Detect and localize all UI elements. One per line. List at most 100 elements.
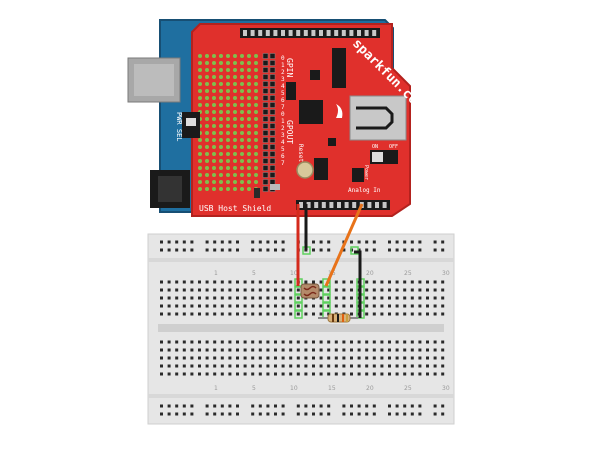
breadboard-hole bbox=[251, 288, 255, 292]
breadboard-hole bbox=[372, 296, 376, 300]
proto-hole bbox=[226, 124, 230, 128]
breadboard-hole bbox=[289, 348, 293, 352]
breadboard-hole bbox=[213, 372, 217, 376]
breadboard-hole bbox=[182, 364, 186, 368]
proto-hole bbox=[212, 187, 216, 191]
breadboard-hole bbox=[342, 280, 346, 284]
breadboard-hole bbox=[388, 348, 391, 352]
proto-hole bbox=[240, 159, 244, 163]
breadboard-hole bbox=[220, 372, 224, 376]
proto-hole bbox=[219, 166, 223, 170]
column-number: 30 bbox=[442, 270, 450, 277]
gpio-pin bbox=[262, 60, 269, 66]
breadboard-hole bbox=[380, 280, 384, 284]
proto-hole bbox=[205, 82, 209, 86]
proto-hole bbox=[254, 152, 258, 156]
breadboard-hole bbox=[296, 348, 300, 352]
breadboard-hole bbox=[410, 348, 414, 352]
breadboard-hole bbox=[175, 304, 179, 308]
breadboard-hole bbox=[274, 364, 277, 368]
proto-hole bbox=[226, 131, 230, 135]
header-pin bbox=[303, 30, 308, 36]
proto-hole bbox=[205, 110, 209, 114]
breadboard-hole bbox=[418, 372, 422, 376]
proto-hole bbox=[226, 110, 230, 114]
connected-hole-highlight bbox=[322, 302, 331, 311]
proto-hole bbox=[233, 180, 237, 184]
breadboard-hole bbox=[418, 280, 422, 284]
rail-hole bbox=[281, 240, 285, 244]
breadboard-hole bbox=[410, 296, 414, 300]
breadboard-hole bbox=[319, 288, 323, 292]
breadboard-hole bbox=[182, 280, 186, 284]
breadboard-hole bbox=[319, 364, 323, 368]
gpin-digit: 7 bbox=[281, 104, 285, 111]
gpio-pin bbox=[262, 74, 269, 80]
breadboard-hole bbox=[350, 340, 353, 344]
breadboard-hole bbox=[220, 312, 224, 316]
proto-hole bbox=[198, 82, 202, 86]
rail-hole bbox=[167, 404, 171, 408]
header-pin bbox=[341, 30, 346, 36]
rail-hole bbox=[357, 248, 361, 252]
breadboard-hole bbox=[350, 356, 353, 360]
gpio-pin bbox=[269, 53, 276, 59]
breadboard-hole bbox=[243, 356, 247, 360]
rail-hole bbox=[167, 412, 171, 416]
breadboard-hole bbox=[388, 372, 391, 376]
rail-hole bbox=[274, 240, 277, 244]
proto-hole bbox=[254, 159, 258, 163]
gpout-digit: 1 bbox=[281, 118, 285, 125]
proto-hole bbox=[233, 145, 237, 149]
gpio-pin bbox=[269, 60, 276, 66]
breadboard-hole bbox=[441, 372, 445, 376]
usb-a-port-socket bbox=[356, 106, 394, 130]
proto-hole bbox=[254, 110, 258, 114]
gpio-pin bbox=[269, 116, 276, 122]
breadboard-hole bbox=[213, 312, 217, 316]
breadboard-hole bbox=[403, 288, 407, 292]
proto-hole bbox=[205, 75, 209, 79]
header-pin bbox=[299, 202, 303, 208]
column-number: 20 bbox=[366, 385, 374, 392]
proto-hole bbox=[212, 96, 216, 100]
proto-hole bbox=[247, 124, 251, 128]
breadboard-hole bbox=[167, 304, 171, 308]
rail-hole bbox=[274, 248, 277, 252]
rail-hole bbox=[258, 404, 262, 408]
proto-hole bbox=[240, 180, 244, 184]
proto-hole bbox=[212, 152, 216, 156]
proto-hole bbox=[233, 110, 237, 114]
proto-hole bbox=[198, 187, 202, 191]
breadboard-hole bbox=[426, 288, 429, 292]
proto-hole bbox=[247, 131, 251, 135]
gpio-pin bbox=[262, 81, 269, 87]
rail-hole bbox=[175, 412, 179, 416]
header-pin bbox=[349, 30, 354, 36]
breadboard-hole bbox=[388, 280, 391, 284]
breadboard-hole bbox=[266, 296, 270, 300]
header-pin bbox=[265, 30, 270, 36]
gpio-pin bbox=[262, 137, 269, 143]
breadboard-hole bbox=[205, 280, 209, 284]
breadboard-hole bbox=[205, 356, 209, 360]
breadboard-hole bbox=[403, 356, 407, 360]
gpio-pin bbox=[269, 130, 276, 136]
proto-hole bbox=[247, 117, 251, 121]
breadboard-hole bbox=[220, 304, 224, 308]
breadboard-hole bbox=[190, 364, 194, 368]
breadboard-hole bbox=[236, 372, 239, 376]
gpin-digit: 3 bbox=[281, 76, 285, 83]
header-pin bbox=[306, 202, 311, 208]
breadboard-hole bbox=[198, 372, 201, 376]
chip-small-a bbox=[286, 82, 296, 100]
proto-hole bbox=[198, 75, 202, 79]
breadboard-hole bbox=[220, 348, 224, 352]
breadboard-hole bbox=[388, 288, 391, 292]
rail-hole bbox=[220, 404, 224, 408]
breadboard-hole bbox=[228, 296, 232, 300]
header-pin bbox=[296, 30, 301, 36]
proto-hole bbox=[254, 124, 258, 128]
breadboard-hole bbox=[304, 280, 308, 284]
breadboard-hole bbox=[357, 356, 361, 360]
